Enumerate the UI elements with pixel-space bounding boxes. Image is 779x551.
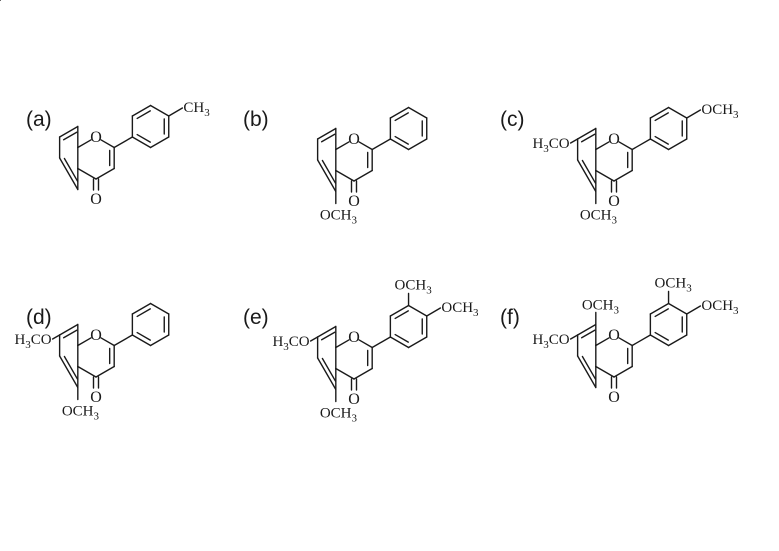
ring-oxygen-label: O [608,327,620,344]
substituent-meta: OCH3 [655,276,693,295]
carbonyl-oxygen-label: O [90,191,102,208]
substituent-7: H3CO [532,136,569,155]
ring-oxygen-label: O [608,131,620,148]
panel-label-f: (f) [500,306,520,329]
substituent-para: OCH3 [701,102,739,121]
ring-oxygen-label: O [90,129,102,146]
substituent-para: CH3 [183,100,210,119]
substituent-para: OCH3 [701,298,739,317]
ring-oxygen-label: O [90,327,102,344]
ring-oxygen-label: O [348,131,360,148]
structure-a: (a) O O CH3 [0,0,210,208]
carbonyl-oxygen-label: O [608,193,620,210]
substituent-7: H3CO [14,332,51,351]
panel-label-c: (c) [500,108,525,131]
ring-oxygen-label: O [348,329,360,346]
substituent-8: OCH3 [582,298,620,317]
panel-label-e: (e) [243,306,269,329]
panel-label-d: (d) [26,306,52,329]
substituent-5: OCH3 [320,406,358,425]
panel-label-b: (b) [243,108,269,131]
carbonyl-oxygen-label: O [608,389,620,406]
carbonyl-oxygen-label: O [90,389,102,406]
substituent-5: OCH3 [320,208,358,227]
substituent-5: OCH3 [580,208,618,227]
substituent-5: OCH3 [62,404,100,423]
panel-label-a: (a) [26,108,52,131]
substituent-meta: OCH3 [395,278,433,297]
carbonyl-oxygen-label: O [348,193,360,210]
carbonyl-oxygen-label: O [348,391,360,408]
substituent-7: H3CO [532,332,569,351]
substituent-para: OCH3 [441,300,479,319]
substituent-7: H3CO [272,334,309,353]
